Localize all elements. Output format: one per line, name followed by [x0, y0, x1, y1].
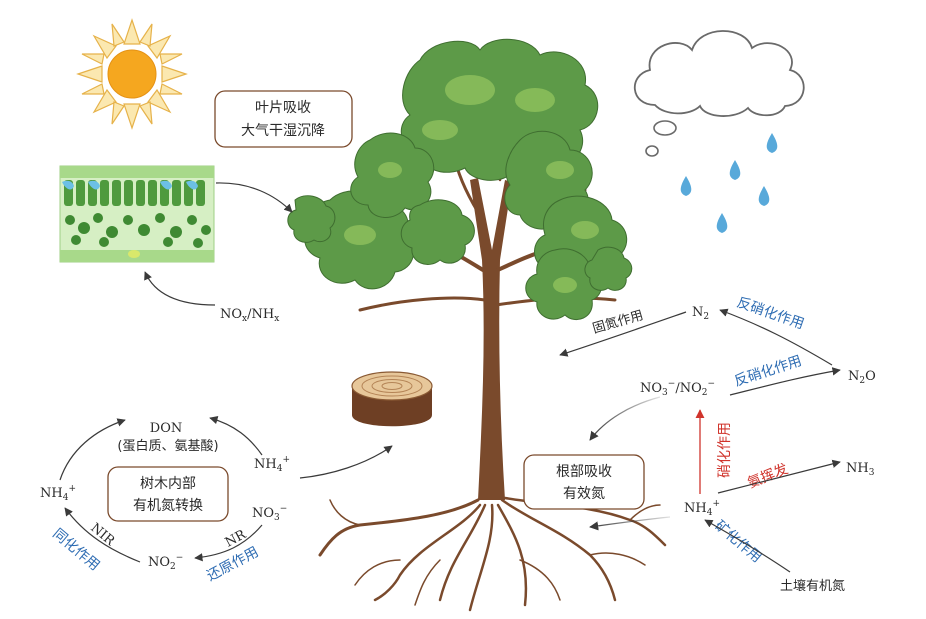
nitrification-label: 硝化作用: [717, 422, 733, 478]
stump-icon: [351, 371, 433, 427]
root-uptake-box: [523, 454, 645, 510]
nh4-cycle-label: NH4+: [40, 484, 76, 503]
mineralization-arrow: [704, 519, 791, 573]
denitrification-label-1: 反硝化作用: [735, 295, 806, 333]
leaf-uptake-line2: 大气干湿沉降: [241, 123, 325, 139]
nox-nhx-label: NOx/NHx: [220, 307, 279, 324]
nh4-tree-label: NH4+: [254, 455, 290, 474]
n2o-label: N2O: [848, 369, 876, 386]
no2-to-nh4-arrow: [64, 507, 141, 563]
volatilization-arrow: [717, 459, 841, 494]
nox-to-leaf-arrow: [144, 271, 216, 306]
internal-conversion-box: [107, 466, 229, 522]
nh3-label: NH3: [846, 461, 875, 478]
no3-to-root-arrow: [589, 396, 661, 441]
fixation-label: 固氮作用: [591, 308, 645, 337]
don-description: (蛋白质、氨基酸): [117, 438, 218, 454]
denitrification-label-2: 反硝化作用: [732, 353, 804, 390]
sun-icon: [76, 18, 188, 130]
internal-conversion-line1: 树木内部: [140, 476, 196, 492]
nh4-to-root-arrow: [589, 516, 671, 531]
no2-cycle-label: NO2−: [148, 553, 183, 572]
reduction-label: 还原作用: [204, 544, 261, 584]
leaf-to-tree-arrow: [215, 182, 293, 213]
leaf-cross-section-icon: [59, 165, 215, 263]
internal-conversion-line2: 有机氮转换: [133, 497, 203, 514]
n2-label: N2: [692, 305, 709, 322]
leaf-uptake-box: [214, 90, 353, 148]
no3-to-no2-arrow: [194, 524, 263, 562]
denitrification-to-n2o-arrow: [729, 367, 841, 396]
root-uptake-line1: 根部吸收: [556, 464, 612, 480]
raindrop-icon: [680, 133, 778, 233]
tree-icon: [287, 38, 667, 612]
cloud-icon: [633, 30, 805, 157]
soil-organic-n-label: 土壤有机氮: [780, 578, 845, 594]
tree-to-stump-arrow: [299, 445, 393, 479]
nh4-to-don-arrow: [209, 415, 263, 456]
nh4-soil-label: NH4+: [684, 499, 720, 518]
leaf-uptake-line1: 叶片吸收: [255, 100, 311, 116]
no3-cycle-label: NO3−: [252, 504, 287, 523]
arrows: [59, 182, 841, 573]
denitrification-to-n2-arrow: [719, 308, 833, 366]
no3-no2-label: NO3−/NO2−: [640, 379, 715, 398]
don-label: DON: [150, 421, 182, 436]
fixation-arrow: [559, 311, 687, 357]
nh4-cycle-to-don-arrow: [59, 418, 126, 481]
mineralization-label: 矿化作用: [711, 518, 764, 566]
root-uptake-line2: 有效氮: [563, 486, 605, 502]
